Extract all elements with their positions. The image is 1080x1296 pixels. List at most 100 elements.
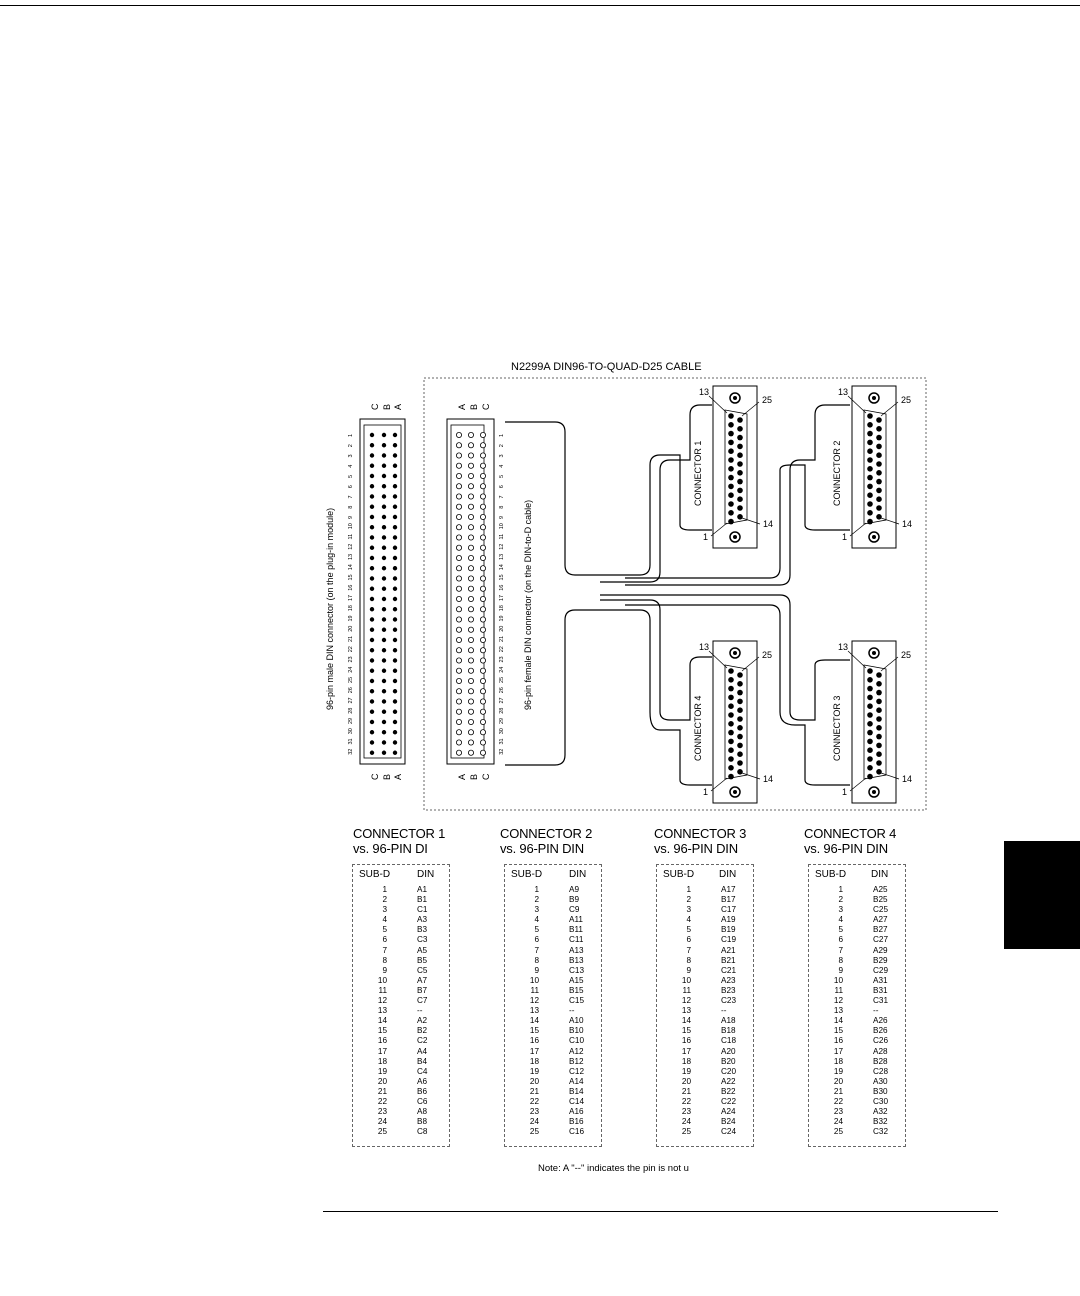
subd-pin: 25 (833, 1127, 843, 1137)
pin-number: 1 (499, 434, 505, 437)
subd-pin (867, 483, 873, 490)
female-socket (479, 565, 486, 572)
din-pin: C12 (569, 1066, 585, 1076)
subd-pin (876, 505, 882, 511)
din-pin: A20 (721, 1046, 736, 1056)
subd-pin: 23 (833, 1107, 843, 1117)
din-pin: C29 (873, 965, 889, 975)
female-socket (467, 688, 474, 695)
subd-pin (876, 496, 882, 503)
subd-pin: 1 (686, 885, 691, 894)
subd-pin: 21 (681, 1086, 691, 1096)
cable-wire (600, 594, 850, 721)
pin-number: 25 (499, 677, 505, 683)
male-pin (392, 432, 398, 438)
callout-leader (741, 401, 760, 417)
male-pin (369, 750, 375, 755)
male-pin (381, 432, 387, 438)
pin-callout: 1 (703, 787, 708, 797)
cable-assembly-boundary (423, 377, 927, 811)
female-socket (479, 596, 486, 603)
male-pin (369, 545, 375, 550)
din-pin: B6 (417, 1086, 428, 1096)
male-pin (392, 555, 398, 561)
subd-pin (867, 738, 873, 745)
male-pin (369, 668, 375, 673)
male-pin (381, 668, 387, 673)
female-socket (467, 524, 474, 531)
male-pin (381, 453, 387, 458)
female-socket (467, 483, 474, 490)
subd-pin: 9 (534, 965, 539, 975)
female-socket (455, 596, 462, 603)
subd-pin (867, 729, 873, 736)
subd-pin: 12 (377, 996, 387, 1006)
male-pin (392, 494, 398, 499)
female-socket (467, 452, 474, 459)
subd-pin: 16 (529, 1036, 539, 1046)
male-pin (369, 484, 375, 489)
subd-pin (876, 443, 882, 450)
din-pin: C20 (721, 1066, 737, 1076)
subd-pin (876, 417, 882, 423)
female-socket (455, 534, 462, 541)
female-socket (479, 462, 486, 469)
male-connector-outer (359, 418, 406, 765)
row-letter-top: B (382, 404, 392, 410)
female-socket (479, 555, 486, 562)
subd-pin (728, 448, 734, 455)
callout-leader (880, 401, 899, 417)
din-pin: C22 (721, 1096, 737, 1106)
subd-pin (737, 478, 743, 485)
subd-pin (737, 760, 743, 766)
subd-pin (728, 510, 734, 516)
subd-pin (737, 733, 743, 740)
female-socket (467, 514, 474, 521)
subd-pin: 14 (377, 1016, 387, 1026)
male-pin (369, 443, 375, 448)
din-pin: B30 (873, 1086, 888, 1096)
male-pin (392, 443, 398, 448)
male-pin (392, 637, 398, 643)
subd-pin: 22 (529, 1096, 539, 1106)
pin-number: 19 (348, 615, 354, 621)
din-pin: C30 (873, 1096, 889, 1106)
male-pin (381, 494, 387, 499)
connector-label: CONNECTOR 4 (693, 696, 703, 761)
female-socket (467, 749, 474, 756)
subd-pin (737, 698, 743, 705)
female-socket (455, 544, 462, 551)
pin-callout: 14 (763, 519, 773, 529)
subd-pin: 11 (378, 985, 388, 995)
subd-pin (867, 413, 873, 419)
female-socket (479, 524, 486, 531)
subd-pin (867, 510, 873, 516)
row-letter-bottom: C (481, 773, 491, 780)
din-pin: C1 (417, 905, 428, 915)
callout-leader (710, 522, 728, 537)
subd-pin: 3 (838, 905, 843, 915)
female-socket (467, 596, 474, 603)
subd-pin: 17 (377, 1046, 387, 1056)
subd-pin (867, 668, 873, 674)
din-pin: A5 (417, 945, 428, 955)
male-pin (369, 607, 375, 612)
pin-number: 15 (348, 574, 354, 580)
subd-pin: 13 (377, 1006, 387, 1016)
mount-hole (868, 647, 880, 659)
